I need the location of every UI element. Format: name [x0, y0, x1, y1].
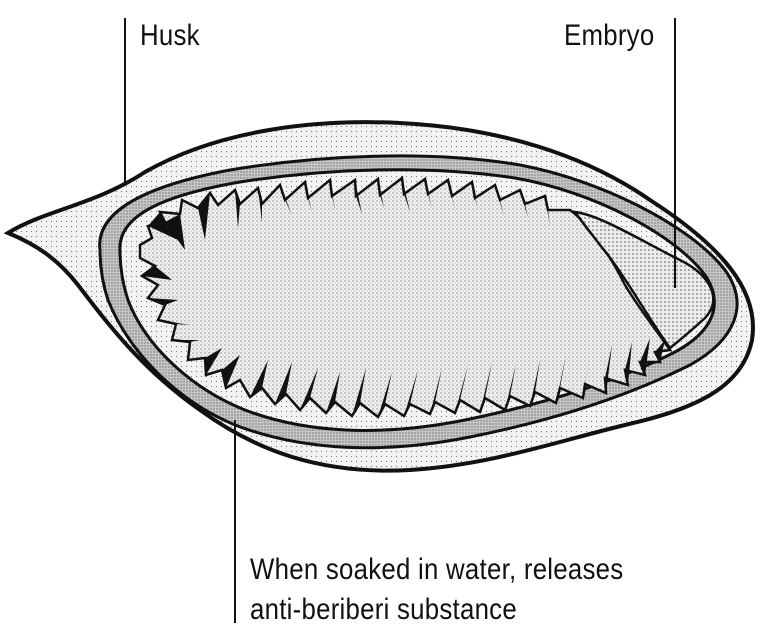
- husk-label: Husk: [140, 21, 200, 51]
- note-line-1: When soaked in water, releases: [250, 550, 623, 590]
- anti-beriberi-note: When soaked in water, releases anti-beri…: [250, 550, 623, 630]
- embryo-label: Embryo: [564, 21, 654, 51]
- note-line-2: anti-beriberi substance: [250, 590, 623, 630]
